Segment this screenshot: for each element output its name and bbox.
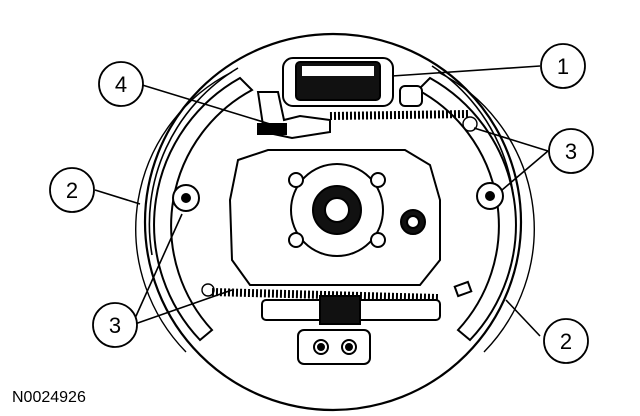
svg-text:1: 1 (557, 54, 569, 79)
adjuster-lever (256, 91, 331, 140)
hold-down-pin-left (172, 184, 200, 212)
callout-3-right: 3 (548, 128, 594, 174)
anchor-block (297, 329, 371, 365)
callout-3-left: 3 (92, 302, 138, 348)
callout-1: 1 (540, 43, 586, 89)
hold-down-pin-right (476, 182, 504, 210)
wheel-cylinder (282, 57, 423, 107)
svg-text:2: 2 (66, 178, 78, 203)
svg-text:4: 4 (115, 72, 127, 97)
callout-2-right: 2 (543, 318, 589, 364)
brake-shoe-right (416, 71, 535, 353)
figure-code: N0024926 (12, 389, 86, 406)
svg-text:2: 2 (560, 329, 572, 354)
leader-lines (94, 65, 549, 337)
adjuster-screw (261, 280, 473, 325)
upper-return-spring (329, 110, 478, 132)
svg-text:3: 3 (565, 139, 577, 164)
hub-assembly (228, 149, 441, 286)
callout-2-left: 2 (49, 167, 95, 213)
brake-shoe-left (135, 71, 254, 353)
svg-text:3: 3 (109, 313, 121, 338)
callout-4: 4 (98, 61, 144, 107)
